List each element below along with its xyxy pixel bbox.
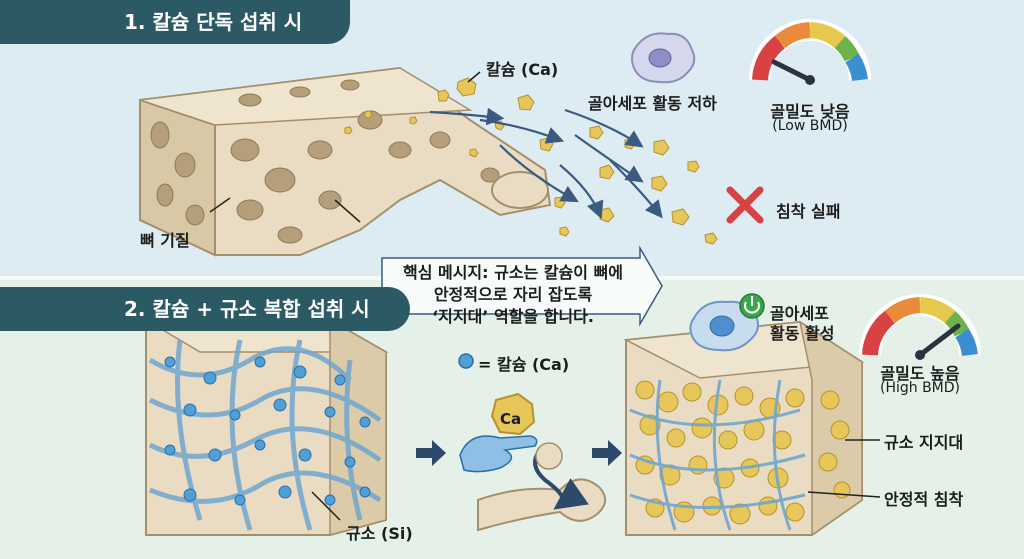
calcium-pointer	[467, 71, 481, 83]
key-message-arrow	[381, 245, 663, 327]
gauge-high-label: 골밀도 높음	[880, 364, 960, 383]
ca-badge: Ca	[500, 410, 522, 428]
legend-calcium-label: = 칼슘 (Ca)	[478, 355, 570, 374]
gauge-needle-low	[771, 59, 813, 83]
key-message-line-1: 핵심 메시지: 규소는 칼슘이 뼈에	[402, 263, 624, 282]
fail-label: 침착 실패	[776, 202, 841, 221]
fail-x-icon	[726, 186, 764, 224]
key-message: 핵심 메시지: 규소는 칼슘이 뼈에 안정적으로 자리 잡도록 ‘지지대’ 역할…	[388, 262, 638, 328]
calcium-particles-scattered	[344, 77, 718, 245]
osteoblast-active-label: 골아세포 활동 활성	[770, 304, 834, 344]
matrix-pointer	[334, 199, 361, 223]
osteoblast-active-line-2: 활동 활성	[770, 324, 835, 343]
calcium-flow-arrows	[429, 107, 663, 220]
bmd-gauge-low	[749, 19, 871, 85]
silicon-bone-block	[143, 318, 389, 536]
gauge-needle-high	[917, 323, 961, 358]
matrix-label: 뼈 기질	[140, 231, 190, 250]
power-on-icon	[739, 293, 765, 319]
scaffold-label: 규소 지지대	[884, 433, 964, 452]
silicon-pointer	[311, 491, 341, 521]
deposit-pointer	[807, 491, 881, 498]
key-message-line-2: 안정적으로 자리 잡도록	[433, 285, 593, 304]
section-1-title: 1. 칼슘 단독 섭취 시	[0, 0, 350, 44]
flow-arrows-bottom	[416, 440, 622, 466]
gauge-high-sub: (High BMD)	[879, 380, 960, 396]
bmd-gauge-high	[859, 294, 981, 360]
calcium-label: 칼슘 (Ca)	[486, 60, 559, 79]
osteoblast-low-label: 골아세포 활동 저하	[588, 94, 717, 113]
key-message-line-3: ‘지지대’ 역할을 합니다.	[432, 307, 594, 326]
gauge-low-sub: (Low BMD)	[772, 118, 848, 134]
calcium-delivery-illustration	[459, 392, 607, 532]
osteoblast-active-icon	[689, 300, 759, 352]
silicon-label: 규소 (Si)	[346, 524, 413, 543]
osteoblast-inactive-icon	[631, 32, 696, 84]
section-2-title: 2. 칼슘 + 규소 복합 섭취 시	[0, 287, 410, 331]
deposit-label: 안정적 침착	[884, 490, 964, 509]
porous-bone-block	[139, 66, 552, 257]
gauge-low-label: 골밀도 낮음	[770, 102, 850, 121]
legend-calcium-dot	[458, 353, 474, 369]
osteoblast-active-line-1: 골아세포	[770, 304, 829, 323]
stable-bone-block	[623, 320, 865, 537]
matrix-label-pointer	[209, 197, 231, 213]
